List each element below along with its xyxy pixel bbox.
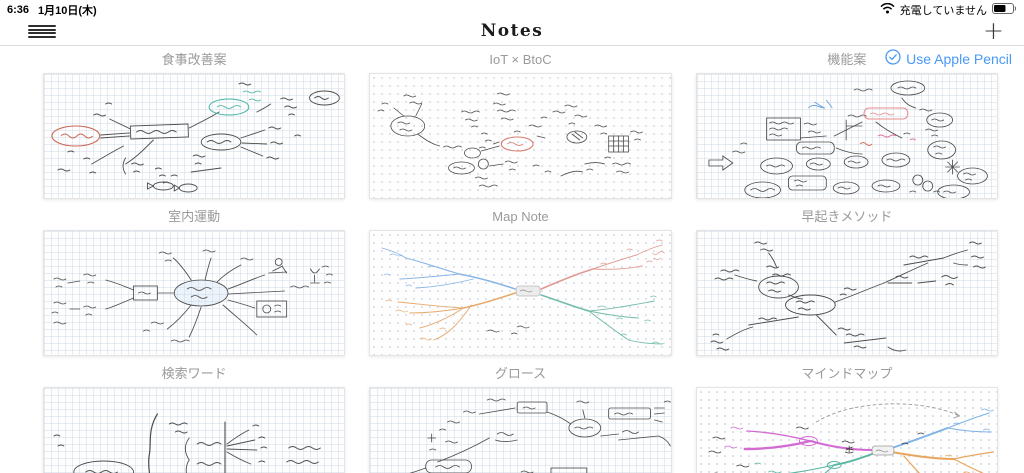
note-cell: 食事改善案 <box>43 52 346 199</box>
mindmap-sketch <box>708 403 994 473</box>
status-time: 6:36 <box>7 4 30 16</box>
note-thumbnail-search-words[interactable] <box>43 387 346 473</box>
battery-status-label: 充電していません <box>899 5 987 17</box>
note-title: 食事改善案 <box>161 52 227 67</box>
nav-bar: Notes + <box>0 16 1024 46</box>
mindmap-sketch <box>710 241 986 352</box>
check-circle-icon <box>885 49 901 68</box>
note-thumbnail-early-rise[interactable] <box>695 230 998 356</box>
note-title: 室内運動 <box>168 209 221 224</box>
use-apple-pencil-link[interactable]: Use Apple Pencil <box>885 49 1012 68</box>
note-thumbnail-meal-plan[interactable] <box>43 73 346 199</box>
mindmap-sketch <box>53 413 321 473</box>
note-title: 検索ワード <box>161 366 227 381</box>
note-title: IoT × BtoC <box>489 52 552 67</box>
battery-icon <box>992 3 1017 17</box>
note-cell: Map Note <box>369 209 672 356</box>
note-title: 機能案 <box>827 52 867 67</box>
mindmap-sketch <box>708 80 988 198</box>
note-title: 早起きメソッド <box>801 209 893 224</box>
note-cell: マインドマップ <box>695 366 998 473</box>
note-thumbnail-growth[interactable] <box>369 387 672 473</box>
status-bar: 6:36 1月10日(木) 充電していません <box>0 0 1024 20</box>
notes-grid: 食事改善案 <box>0 46 1024 473</box>
note-cell: 室内運動 <box>43 209 346 356</box>
add-note-button[interactable]: + <box>983 16 1004 45</box>
note-thumbnail-indoor-exercise[interactable] <box>43 230 346 356</box>
note-thumbnail-features[interactable] <box>695 73 998 199</box>
mindmap-sketch <box>51 82 340 193</box>
note-cell: 早起きメソッド <box>695 209 998 356</box>
mindmap-sketch <box>409 398 671 473</box>
mindmap-sketch <box>51 249 333 343</box>
status-date: 1月10日(木) <box>38 5 97 17</box>
note-cell: グロース <box>369 366 672 473</box>
mindmap-sketch <box>381 239 666 345</box>
note-thumbnail-map-note[interactable] <box>369 230 672 356</box>
note-title: Map Note <box>492 209 549 224</box>
note-cell: 検索ワード <box>43 366 346 473</box>
note-title: グロース <box>494 366 547 381</box>
note-thumbnail-mindmap[interactable] <box>695 387 998 473</box>
mindmap-sketch <box>377 92 644 188</box>
wifi-icon <box>880 2 895 17</box>
note-cell: 機能案 <box>695 52 998 199</box>
note-thumbnail-iot-btoc[interactable] <box>369 73 672 199</box>
note-title: マインドマップ <box>801 366 893 381</box>
hamburger-icon[interactable] <box>28 25 56 39</box>
use-apple-pencil-label: Use Apple Pencil <box>906 50 1012 67</box>
page-title: Notes <box>480 21 544 41</box>
note-cell: IoT × BtoC <box>369 52 672 199</box>
